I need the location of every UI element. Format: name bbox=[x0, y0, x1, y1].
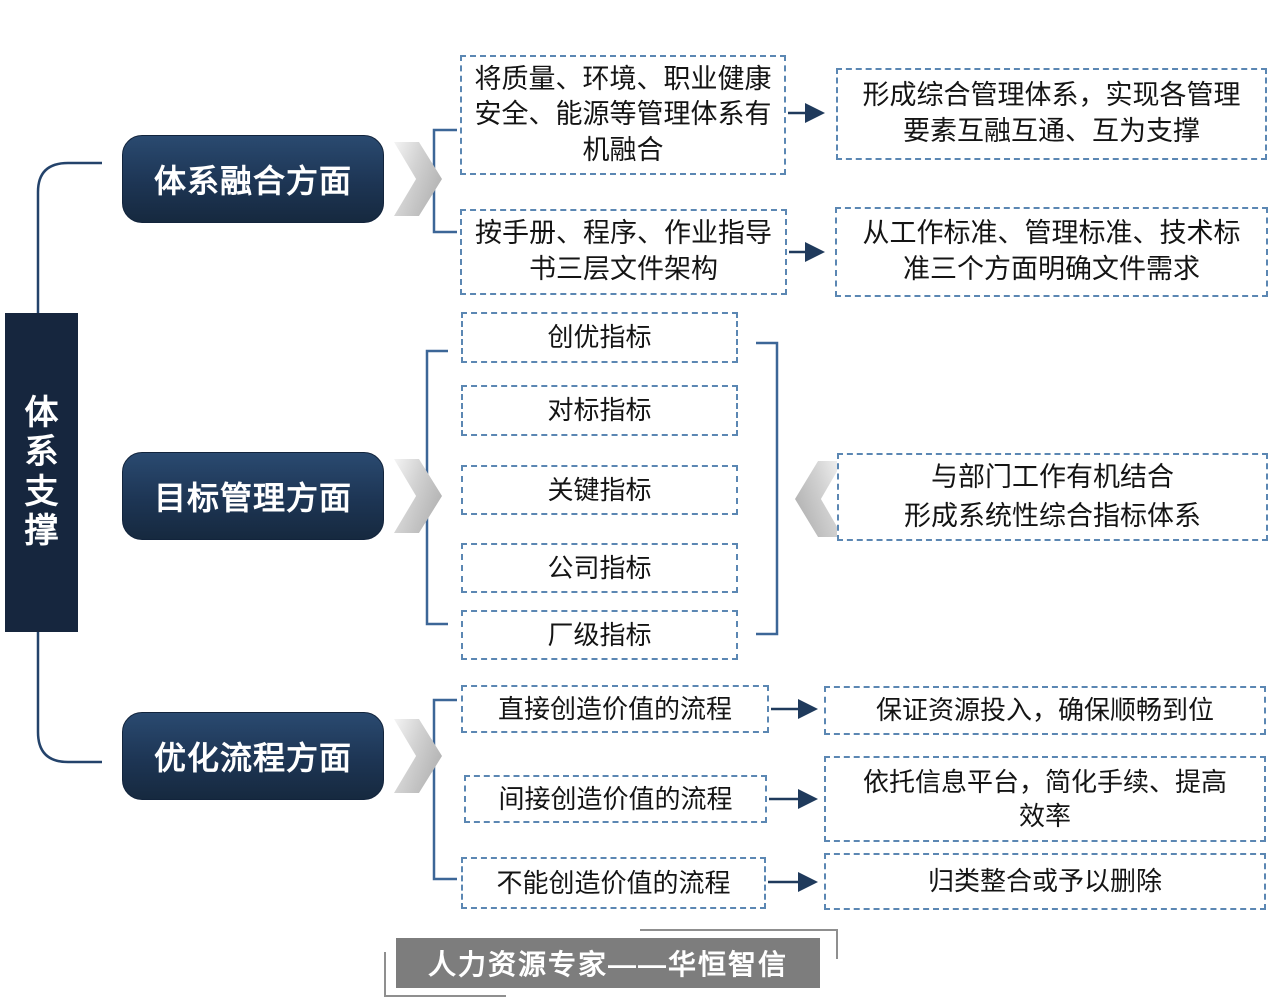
root-node-label: 体系支撑 bbox=[24, 393, 59, 550]
branch-node-target-label: 目标管理方面 bbox=[153, 480, 352, 516]
box-fusion-row2-right-text: 从工作标准、管理标准、技术标准三个方面明确文件需求 bbox=[862, 218, 1241, 284]
box-target-summary: 与部门工作有机结合 形成系统性综合指标体系 bbox=[837, 453, 1268, 541]
box-process-row3-right: 归类整合或予以删除 bbox=[824, 853, 1266, 910]
box-fusion-row1-right: 形成综合管理体系，实现各管理要素互融互通、互为支撑 bbox=[836, 68, 1267, 160]
box-indicator-2-text: 对标指标 bbox=[547, 395, 652, 426]
box-indicator-5-text: 厂级指标 bbox=[547, 619, 652, 650]
box-indicator-1: 创优指标 bbox=[461, 312, 738, 363]
box-indicator-3: 关键指标 bbox=[461, 465, 738, 515]
footer-frame-bottom-left bbox=[384, 952, 506, 997]
chevron-right-icon bbox=[394, 459, 442, 533]
branch-node-fusion-label: 体系融合方面 bbox=[153, 163, 352, 199]
box-process-row3-left: 不能创造价值的流程 bbox=[461, 857, 766, 909]
branch-node-fusion: 体系融合方面 bbox=[122, 135, 384, 223]
branch-node-target: 目标管理方面 bbox=[122, 452, 384, 540]
box-process-row3-left-text: 不能创造价值的流程 bbox=[496, 867, 731, 898]
curve-root-to-fusion bbox=[36, 161, 102, 313]
box-indicator-2: 对标指标 bbox=[461, 385, 738, 436]
box-process-row2-left: 间接创造价值的流程 bbox=[464, 775, 767, 823]
bracket-target-right bbox=[756, 341, 779, 636]
box-fusion-row1-left: 将质量、环境、职业健康安全、能源等管理体系有机融合 bbox=[460, 55, 786, 175]
box-fusion-row2-right: 从工作标准、管理标准、技术标准三个方面明确文件需求 bbox=[835, 207, 1268, 297]
branch-node-process: 优化流程方面 bbox=[122, 712, 384, 800]
box-process-row2-left-text: 间接创造价值的流程 bbox=[498, 783, 733, 814]
box-indicator-5: 厂级指标 bbox=[461, 610, 738, 660]
box-fusion-row1-right-text: 形成综合管理体系，实现各管理要素互融互通、互为支撑 bbox=[862, 80, 1241, 146]
footer-frame-top-right bbox=[640, 929, 838, 959]
box-fusion-row2-left: 按手册、程序、作业指导书三层文件架构 bbox=[460, 209, 787, 295]
box-indicator-4-text: 公司指标 bbox=[547, 552, 652, 583]
box-process-row2-right: 依托信息平台，简化手续、提高效率 bbox=[824, 756, 1266, 842]
box-process-row3-right-text: 归类整合或予以删除 bbox=[927, 866, 1162, 897]
box-process-row1-right: 保证资源投入，确保顺畅到位 bbox=[824, 686, 1266, 735]
box-process-row2-right-text: 依托信息平台，简化手续、提高效率 bbox=[862, 766, 1227, 831]
chevron-right-icon bbox=[394, 719, 442, 793]
box-process-row1-left: 直接创造价值的流程 bbox=[461, 685, 769, 733]
box-target-summary-line1: 与部门工作有机结合 bbox=[931, 461, 1174, 492]
box-process-row1-right-text: 保证资源投入，确保顺畅到位 bbox=[875, 695, 1214, 726]
footer-banner-text: 人力资源专家——华恒智信 bbox=[427, 949, 788, 980]
branch-node-process-label: 优化流程方面 bbox=[153, 740, 352, 776]
box-fusion-row2-left-text: 按手册、程序、作业指导书三层文件架构 bbox=[475, 218, 772, 284]
chevron-left-icon bbox=[795, 461, 843, 537]
box-indicator-3-text: 关键指标 bbox=[547, 474, 652, 505]
curve-root-to-process bbox=[36, 632, 102, 764]
box-indicator-4: 公司指标 bbox=[461, 543, 738, 593]
box-process-row1-left-text: 直接创造价值的流程 bbox=[497, 693, 732, 724]
footer-banner: 人力资源专家——华恒智信 bbox=[396, 938, 820, 988]
box-fusion-row1-left-text: 将质量、环境、职业健康安全、能源等管理体系有机融合 bbox=[474, 63, 772, 165]
box-indicator-1-text: 创优指标 bbox=[547, 322, 652, 353]
chevron-right-icon bbox=[394, 142, 442, 216]
box-target-summary-line2: 形成系统性综合指标体系 bbox=[904, 501, 1201, 531]
bracket-process bbox=[432, 698, 457, 881]
root-node: 体系支撑 bbox=[5, 313, 78, 632]
